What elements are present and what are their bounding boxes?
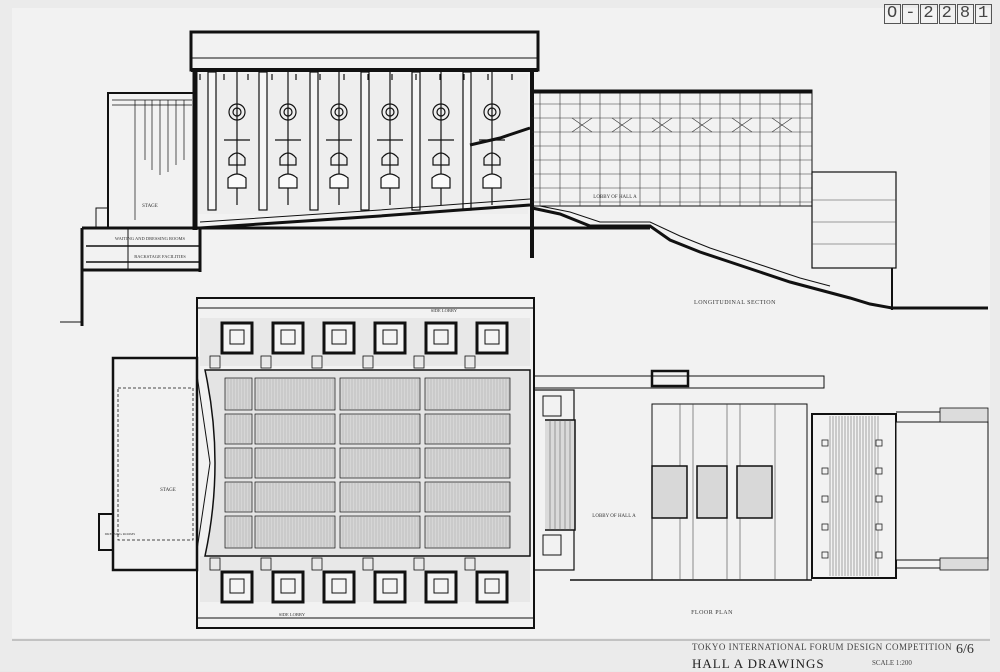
drawing-title: HALL A DRAWINGS <box>692 656 825 671</box>
stamp-char: 1 <box>975 4 993 24</box>
stamp-char: - <box>902 4 920 24</box>
plan-side-lobby-bottom-label: SIDE LOBBY <box>279 612 306 617</box>
stamp-char: 2 <box>920 4 938 24</box>
stamp-char: 2 <box>938 4 956 24</box>
stamp-char: 8 <box>956 4 975 24</box>
floor-plan <box>98 297 989 629</box>
plan-stage-label: STAGE <box>160 488 176 493</box>
section-backstage-label: BACKSTAGE FACILITIES <box>134 254 186 259</box>
plan-lobby-label: LOBBY OF HALL A <box>592 514 636 519</box>
stamp-char: O <box>884 4 902 24</box>
competition-title: TOKYO INTERNATIONAL FORUM DESIGN COMPETI… <box>692 642 952 652</box>
section-waiting-label: WAITING AND DRESSING ROOMS <box>115 236 186 241</box>
sheet-number: 6/6 <box>956 642 974 657</box>
plan-side-lobby-top-label: SIDE LOBBY <box>431 308 458 313</box>
plan-dressing-label: DRESSING ROOMS <box>105 532 135 536</box>
scale-label: SCALE 1:200 <box>872 659 912 667</box>
plan-title: FLOOR PLAN <box>691 610 733 616</box>
section-stage-label: STAGE <box>142 204 158 209</box>
section-title: LONGITUDINAL SECTION <box>694 300 776 306</box>
title-block: TOKYO INTERNATIONAL FORUM DESIGN COMPETI… <box>692 642 952 672</box>
section-lobby-label: LOBBY OF HALL A <box>593 195 637 200</box>
longitudinal-section <box>60 30 988 326</box>
